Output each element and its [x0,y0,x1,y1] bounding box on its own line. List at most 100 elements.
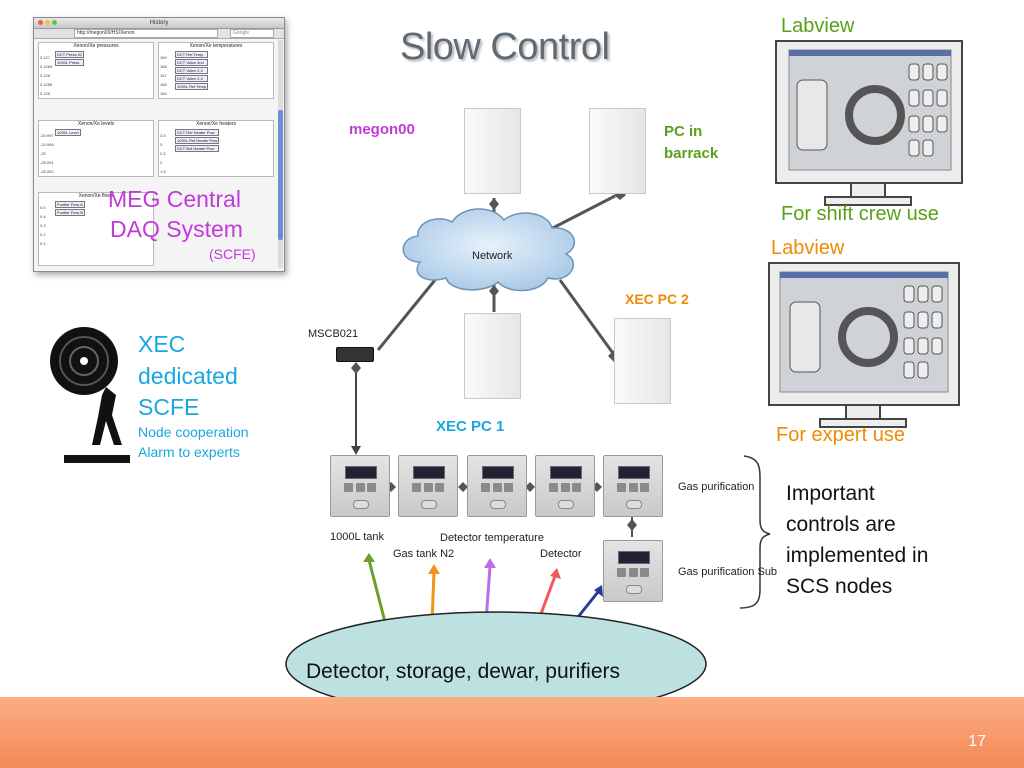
url-field[interactable]: http://megon00/HS/Xenon [74,29,218,38]
y-tick-label: 0.126 [40,73,51,78]
y-tick-label: -25 [40,151,46,156]
scs-node-3 [467,455,527,517]
legend-entry: DCT Valve 2-3 [175,67,209,74]
y-tick-label: -24.998 [40,142,54,147]
legend-entry: DCT Ref Heater Pow [175,129,220,136]
window-titlebar: History [34,18,284,29]
page-number: 17 [968,733,986,750]
history-browser-window: History http://megon00/HS/Xenon Google X… [33,17,285,272]
scs-node-2 [398,455,458,517]
plot-legend: 1000L Level [55,129,81,137]
y-tick-label: 0.2 [40,232,46,237]
y-tick-label: 0.3 [40,223,46,228]
plot-yticks: 0.127 0.1265 0.126 0.1255 0.125 [40,53,52,98]
legend-entry: DCT Valve 2nd [175,59,209,66]
important-line3: implemented in [786,544,929,567]
legend-entry: 1000L Press [55,59,85,66]
y-tick-label: -25.002 [40,169,54,174]
y-tick-label: 2 [160,160,163,165]
browser-toolbar: http://megon00/HS/Xenon Google [34,29,284,39]
legend-entry: Purifier Flow A [55,201,86,208]
y-tick-label: 0.1255 [40,82,53,87]
server-megon00 [464,108,521,194]
y-tick-label: 3 [160,142,163,147]
important-line4: SCS nodes [786,575,893,598]
scs-node-5 [603,455,663,517]
arrow-green [367,559,387,623]
mscb-device [336,347,374,362]
node-label-gas-n2: Gas tank N2 [393,548,455,560]
search-field[interactable]: Google [230,29,274,38]
label-labview-1: Labview [781,15,855,37]
y-tick-label: 3.5 [160,133,166,138]
label-expert-use: For expert use [776,424,905,446]
scrollbar[interactable] [278,40,283,268]
node-label-tank: 1000L tank [330,531,385,543]
legend-entry: Purifier Flow B [55,209,86,216]
scfe-sub2: Alarm to experts [138,444,240,460]
label-network: Network [472,250,513,262]
y-tick-label: 167 [160,73,167,78]
legend-entry: DCT Ref Temp [175,51,209,58]
scs-node-1 [330,455,390,517]
label-shift-use: For shift crew use [781,203,939,225]
window-title: History [149,20,169,26]
meg-caption-line2: DAQ System [110,216,243,242]
legend-entry: 1000L Level [55,129,81,136]
scs-node-6 [603,540,663,602]
meg-caption-line1: MEG Central [108,186,241,212]
server-xec-pc1 [464,313,521,399]
plot-yticks: -24.997 -24.998 -25 -25.001 -25.002 [40,131,54,176]
y-tick-label: 0.4 [40,214,46,219]
scfe-line2: dedicated [138,363,238,389]
labview-monitor-expert [768,262,960,428]
y-tick-label: -24.997 [40,133,54,138]
server-xec-pc2 [614,318,671,404]
y-tick-label: 2.5 [160,151,166,156]
y-tick-label: 168 [160,64,167,69]
node-label-det-temp: Detector temperature [440,532,544,544]
plot-yticks: 0.5 0.4 0.3 0.2 0.1 [40,203,46,248]
y-tick-label: 0.127 [40,55,51,60]
y-tick-label: 0.125 [40,91,51,96]
label-megon00: megon00 [349,121,415,138]
node-label-gas-pur: Gas purification [678,481,755,493]
labview-monitor-shift [775,40,963,206]
label-labview-2: Labview [771,237,845,259]
scfe-line1: XEC [138,331,186,357]
important-line1: Important [786,482,875,505]
link-network-mscb [376,279,437,351]
scfe-line3: SCFE [138,394,200,420]
legend-entry: DCT Valve 2-4 [175,75,209,82]
y-tick-label: 0.1 [40,241,46,246]
y-tick-label: 165 [160,91,167,96]
arrowhead [351,446,361,455]
y-tick-label: -25.001 [40,160,54,165]
footer-bar [0,697,1024,768]
y-tick-label: 166 [160,82,167,87]
link-barrack-network [544,194,616,234]
ellipse-text: Detector, storage, dewar, purifiers [306,660,620,683]
server-pc-barrack [589,108,646,194]
y-tick-label: 0.5 [40,205,46,210]
legend-entry: 1000L Ref Temp [175,83,209,90]
legend-entry: DCT Press #1 [55,51,85,58]
label-pc-barrack: PC in barrack [664,123,719,162]
label-xec-pc1: XEC PC 1 [436,418,505,435]
legend-entry: 1000L Ref Heater Pow [175,137,220,144]
node-label-detector: Detector [540,548,582,560]
y-tick-label: 0.1265 [40,64,53,69]
label-xec-pc2: XEC PC 2 [625,291,689,307]
